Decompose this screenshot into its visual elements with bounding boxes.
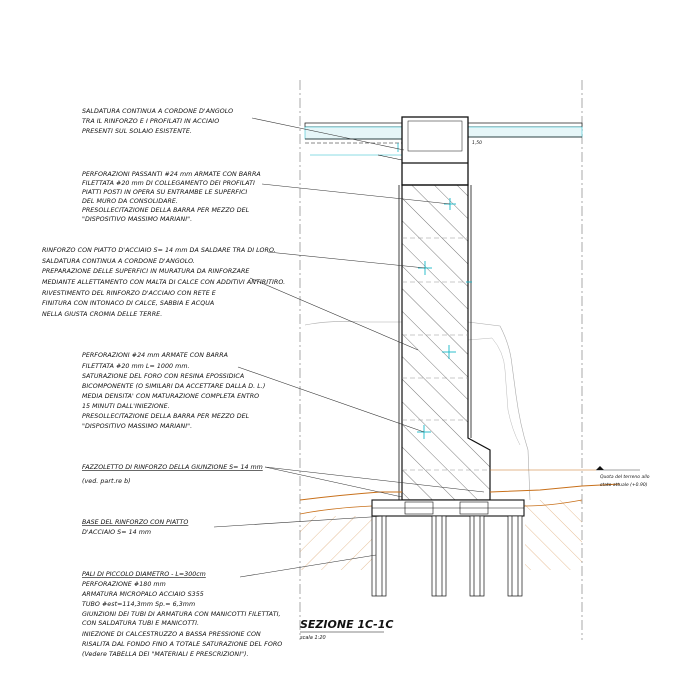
svg-text:FINITURA CON INTONACO DI CALCE: FINITURA CON INTONACO DI CALCE, SABBIA E…	[42, 300, 214, 307]
existing-masonry-outline-2	[467, 337, 521, 446]
section-title: SEZIONE 1C-1C	[300, 618, 393, 631]
svg-text:PALI DI PICCOLO DIAMETRO - L=3: PALI DI PICCOLO DIAMETRO - L=300cm	[82, 571, 206, 578]
svg-text:(ved. part.re b): (ved. part.re b)	[82, 477, 131, 485]
svg-text:BASE DEL RINFORZO CON PIATTO: BASE DEL RINFORZO CON PIATTO	[82, 519, 188, 526]
leader-lines	[213, 117, 485, 578]
svg-text:MEDIANTE ALLETTAMENTO CON MALT: MEDIANTE ALLETTAMENTO CON MALTA DI CALCE…	[42, 279, 285, 286]
base-plate-detail-2	[459, 501, 489, 515]
svg-text:stato attuale (+0.90): stato attuale (+0.90)	[600, 482, 648, 488]
section-scale: scala 1:20	[300, 635, 326, 641]
svg-text:FAZZOLETTO DI RINFORZO DELLA G: FAZZOLETTO DI RINFORZO DELLA GIUNZIONE S…	[82, 464, 263, 471]
svg-text:SALDATURA CONTINUA A CORDONE D: SALDATURA CONTINUA A CORDONE D'ANGOLO	[82, 108, 233, 115]
svg-text:TRA IL RINFORZO E I PROFILATI: TRA IL RINFORZO E I PROFILATI IN ACCIAIO	[82, 118, 219, 125]
base-plate-detail-1	[404, 501, 434, 515]
existing-masonry-outline	[304, 321, 531, 501]
svg-text:RINFORZO CON PIATTO D'ACCIAIO: RINFORZO CON PIATTO D'ACCIAIO S= 14 mm D…	[42, 247, 276, 254]
slab-tag: 1,50	[472, 140, 482, 146]
svg-text:"DISPOSITIVO MASSIMO MARIANI".: "DISPOSITIVO MASSIMO MARIANI".	[82, 423, 192, 430]
note-through-holes: PERFORAZIONI PASSANTI #24 mm ARMATE CON …	[82, 171, 261, 223]
svg-text:PRESOLLECITAZIONE DELLA BARRA: PRESOLLECITAZIONE DELLA BARRA PER MEZZO …	[82, 207, 250, 214]
note-drilling-resin: PERFORAZIONI #24 mm ARMATE CON BARRA FIL…	[82, 352, 265, 430]
svg-text:TUBO #est=114,3mm Sp.= 6,3mm: TUBO #est=114,3mm Sp.= 6,3mm	[82, 600, 195, 608]
svg-text:SALDATURA CONTINUA A CORDONE D: SALDATURA CONTINUA A CORDONE D'ANGOLO.	[42, 258, 195, 265]
note-steel-plate: RINFORZO CON PIATTO D'ACCIAIO S= 14 mm D…	[42, 247, 285, 318]
svg-text:RIVESTIMENTO DEL RINFORZO D'AC: RIVESTIMENTO DEL RINFORZO D'ACCIAIO CON …	[42, 290, 216, 297]
note-gusset: FAZZOLETTO DI RINFORZO DELLA GIUNZIONE S…	[82, 464, 263, 485]
svg-text:FILETTATA #20 mm DI COLLEGAME: FILETTATA #20 mm DI COLLEGAMENTO DEI PRO…	[82, 180, 255, 187]
masonry-courses	[402, 237, 490, 471]
svg-text:MEDIA DENSITA' CON MATURAZIONE: MEDIA DENSITA' CON MATURAZIONE COMPLETA …	[82, 393, 259, 400]
svg-text:INIEZIONE DI CALCESTRUZZO A BA: INIEZIONE DI CALCESTRUZZO A BASSA PRESSI…	[82, 631, 261, 638]
svg-text:BICOMPONENTE (O SIMILARI DA AC: BICOMPONENTE (O SIMILARI DA ACCETTARE DA…	[82, 383, 265, 390]
svg-text:PREPARAZIONE DELLE SUPERFICI I: PREPARAZIONE DELLE SUPERFICI IN MURATURA…	[42, 268, 249, 275]
svg-text:15 MINUTI DALL'INIEZIONE.: 15 MINUTI DALL'INIEZIONE.	[82, 403, 170, 410]
svg-text:FILETTATA #20 mm L= 1000 mm.: FILETTATA #20 mm L= 1000 mm.	[82, 363, 190, 370]
svg-text:ARMATURA MICROPALO ACCIAIO S35: ARMATURA MICROPALO ACCIAIO S355	[81, 591, 204, 598]
svg-text:RISALITA DAL FONDO FINO A TOTA: RISALITA DAL FONDO FINO A TOTALE SATURAZ…	[82, 641, 282, 648]
svg-text:PERFORAZIONI PASSANTI #24 mm A: PERFORAZIONI PASSANTI #24 mm ARMATE CON …	[82, 171, 261, 178]
svg-text:DEL MURO DA CONSOLIDARE.: DEL MURO DA CONSOLIDARE.	[82, 198, 178, 205]
svg-text:SATURAZIONE DEL FORO CON RESIN: SATURAZIONE DEL FORO CON RESINA EPOSSIDI…	[82, 373, 244, 380]
svg-text:"DISPOSITIVO MASSIMO MARIANI".: "DISPOSITIVO MASSIMO MARIANI".	[82, 216, 192, 223]
soil-right	[525, 500, 582, 570]
svg-text:PRESENTI SUL SOLAIO ESISTENTE.: PRESENTI SUL SOLAIO ESISTENTE.	[82, 128, 192, 135]
soil-left	[300, 516, 372, 570]
note-weld-slab: SALDATURA CONTINUA A CORDONE D'ANGOLO TR…	[82, 108, 233, 135]
svg-text:Quota del terreno allo: Quota del terreno allo	[600, 474, 650, 480]
reinforced-wall	[401, 184, 491, 501]
svg-text:D'ACCIAIO S= 14 mm: D'ACCIAIO S= 14 mm	[82, 529, 151, 536]
svg-text:PIATTI POSTI IN OPERA SU ENTRA: PIATTI POSTI IN OPERA SU ENTRAMBE LE SUP…	[82, 189, 247, 196]
svg-text:GIUNZIONI DEI TUBI DI ARMATURA: GIUNZIONI DEI TUBI DI ARMATURA CON MANIC…	[82, 611, 281, 618]
svg-text:PRESOLLECITAZIONE DELLA BARRA: PRESOLLECITAZIONE DELLA BARRA PER MEZZO …	[82, 413, 250, 420]
svg-text:PERFORAZIONI #24 mm ARMATE CON: PERFORAZIONI #24 mm ARMATE CON BARRA	[82, 352, 228, 359]
svg-text:(Vedere TABELLA DEI "MATERIALI: (Vedere TABELLA DEI "MATERIALI E PRESCRI…	[82, 651, 249, 658]
svg-text:CON SALDATURA TUBI E MANICOTTI: CON SALDATURA TUBI E MANICOTTI.	[82, 620, 199, 627]
ground-level-label: Quota del terreno allo stato attuale (+0…	[600, 474, 650, 488]
note-micropiles: PALI DI PICCOLO DIAMETRO - L=300cm PERFO…	[81, 571, 282, 658]
note-base-plate: BASE DEL RINFORZO CON PIATTO D'ACCIAIO S…	[82, 519, 188, 536]
ground-level-arrow	[596, 466, 604, 470]
svg-text:PERFORAZIONE #180 mm: PERFORAZIONE #180 mm	[82, 581, 166, 588]
micropiles	[371, 515, 523, 597]
svg-text:NELLA GIUSTA CROMIA DELLE TERR: NELLA GIUSTA CROMIA DELLE TERRE.	[42, 311, 162, 318]
wall-top-inner	[407, 120, 463, 152]
